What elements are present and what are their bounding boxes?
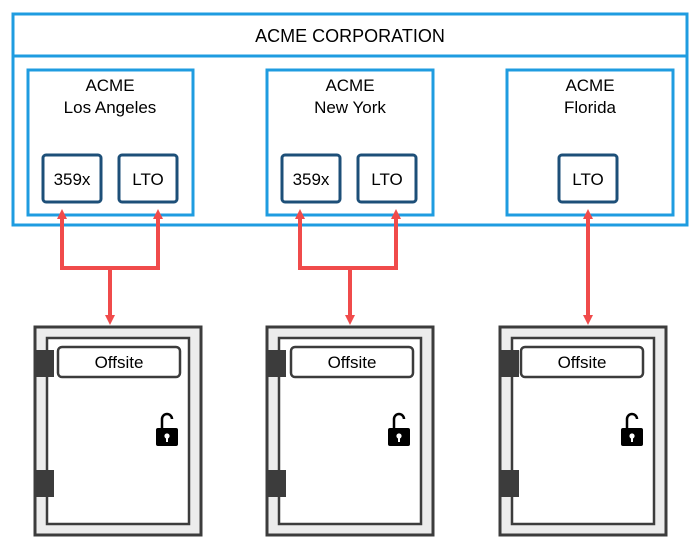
site-name-line2: Florida xyxy=(564,98,617,117)
corporation-title: ACME CORPORATION xyxy=(255,26,445,46)
connectors-new-york xyxy=(295,209,401,325)
hinge-bottom xyxy=(35,470,54,497)
device-box-lto: LTO xyxy=(117,153,179,204)
device-label: LTO xyxy=(572,170,604,189)
connector-line xyxy=(295,209,401,270)
device-label: LTO xyxy=(132,170,164,189)
offsite-vault-3: Offsite xyxy=(498,325,668,537)
hinge-bottom xyxy=(267,470,286,497)
site-new-york: ACME New York 359x LTO xyxy=(265,68,435,217)
device-box-359x: 359x xyxy=(41,153,103,204)
hinge-top xyxy=(500,350,519,377)
corporation-container: ACME CORPORATION xyxy=(11,12,689,227)
corporation-title-bar xyxy=(11,12,689,58)
site-name-line1: ACME xyxy=(85,76,134,95)
connectors-los-angeles xyxy=(57,209,163,325)
hinge-bottom xyxy=(500,470,519,497)
unlocked-padlock-icon xyxy=(156,412,178,446)
site-name-line1: ACME xyxy=(325,76,374,95)
device-box-lto: LTO xyxy=(557,153,619,204)
site-name-line2: Los Angeles xyxy=(64,98,157,117)
vault-label-box xyxy=(289,345,415,379)
vault-label-box xyxy=(56,345,182,379)
device-box-359x: 359x xyxy=(280,153,342,204)
site-name-line2: New York xyxy=(314,98,386,117)
hinge-top xyxy=(35,350,54,377)
vault-label: Offsite xyxy=(328,353,377,372)
device-label: 359x xyxy=(293,170,330,189)
device-label: 359x xyxy=(54,170,91,189)
offsite-vault-2: Offsite xyxy=(265,325,435,537)
device-label: LTO xyxy=(371,170,403,189)
device-box-lto: LTO xyxy=(356,153,418,204)
site-name-line1: ACME xyxy=(565,76,614,95)
hinge-top xyxy=(267,350,286,377)
vault-label-box xyxy=(519,345,645,379)
offsite-vault-1: Offsite xyxy=(33,325,203,537)
unlocked-padlock-icon xyxy=(388,412,410,446)
vault-label: Offsite xyxy=(95,353,144,372)
unlocked-padlock-icon xyxy=(621,412,643,446)
connector-line xyxy=(57,209,163,270)
site-los-angeles: ACME Los Angeles 359x LTO xyxy=(26,68,195,217)
site-florida: ACME Florida LTO xyxy=(505,68,675,217)
vault-label: Offsite xyxy=(558,353,607,372)
